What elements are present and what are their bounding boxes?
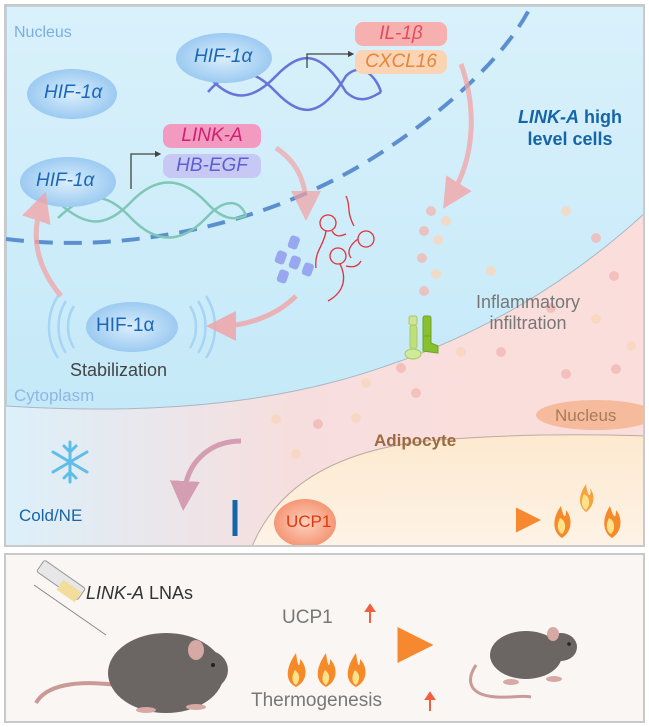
thermogenesis-flames	[287, 653, 366, 687]
cold-ne-label: Cold/NE	[19, 506, 83, 525]
ucp1-effect-label: UCP1	[282, 607, 333, 628]
adipocyte-nucleus	[536, 400, 643, 430]
in-vivo-panel: LINK-A LNAs UCP1 Thermogenesis	[4, 553, 645, 723]
thermogenesis-label: Thermogenesis	[251, 690, 382, 711]
treatment-rest: LNAs	[144, 583, 194, 603]
gene-il1b: IL-1β	[355, 22, 447, 46]
snowflake-icon	[51, 440, 89, 484]
cytoplasm-label: Cytoplasm	[14, 386, 95, 405]
hif1a-stabilized-label: HIF-1α	[96, 315, 155, 336]
cell-type-label: LINK-A high level cells	[518, 106, 622, 150]
inflammatory-infiltration-label: Inflammatory infiltration	[476, 292, 580, 334]
treatment-label: LINK-A LNAs	[86, 583, 193, 604]
membrane-receptor	[404, 315, 439, 360]
cell-type-rest1: high	[579, 107, 622, 127]
gene-cxcl16: CXCL16	[355, 50, 447, 74]
link-a-rna	[315, 195, 375, 302]
inflammatory-dots	[271, 206, 636, 459]
link-a-high-cell	[6, 6, 643, 410]
nuclear-membrane	[6, 6, 533, 245]
hif1a-bound-left-label: HIF-1α	[36, 170, 95, 191]
up-arrow-icons	[364, 603, 436, 711]
stabilize-arrow	[206, 294, 298, 341]
mechanism-panel: Nucleus HIF-1α HIF-1α HIF-1α IL-1β CXCL1…	[4, 4, 645, 547]
feedback-arrow	[22, 191, 63, 298]
inflammatory-line2: infiltration	[489, 313, 567, 333]
linka-to-rna-arrow	[274, 145, 321, 221]
gene-link-a: LINK-A	[163, 124, 261, 148]
syringe-icon	[33, 560, 107, 636]
mouse-result-icon	[469, 627, 577, 699]
cell-type-italic: LINK-A	[518, 107, 579, 127]
nucleus-label: Nucleus	[14, 24, 72, 41]
flame-icons	[554, 484, 621, 538]
mechanism-background	[6, 6, 643, 545]
inflammatory-line1: Inflammatory	[476, 292, 581, 312]
hbegf-protein	[274, 235, 314, 284]
cytokine-secretion-arrow	[443, 63, 474, 209]
hif1a-bound-top-label: HIF-1α	[194, 46, 253, 67]
stabilization-waves	[47, 295, 217, 359]
in-vivo-graphics	[33, 560, 577, 713]
adipocyte-label: Adipocyte	[374, 431, 457, 450]
transcription-arrow-left	[130, 150, 162, 189]
cell-type-rest2: level cells	[527, 129, 613, 149]
treatment-italic: LINK-A	[86, 583, 145, 603]
stabilization-label: Stabilization	[70, 360, 168, 380]
hif1a-bound-top	[176, 33, 272, 83]
adipocyte-nucleus-label: Nucleus	[555, 406, 617, 425]
hif1a-stabilized	[86, 302, 178, 352]
ucp1-label: UCP1	[286, 512, 332, 531]
gene-hb-egf: HB-EGF	[163, 154, 261, 178]
hif1a-free	[27, 69, 117, 119]
ucp1-protein	[274, 499, 336, 545]
transcription-arrow-top	[306, 50, 355, 68]
adipocyte-cell	[252, 434, 643, 545]
hif1a-free-label: HIF-1α	[44, 82, 103, 103]
mouse-treated-icon	[34, 633, 228, 713]
suppression-arrow	[169, 438, 242, 511]
